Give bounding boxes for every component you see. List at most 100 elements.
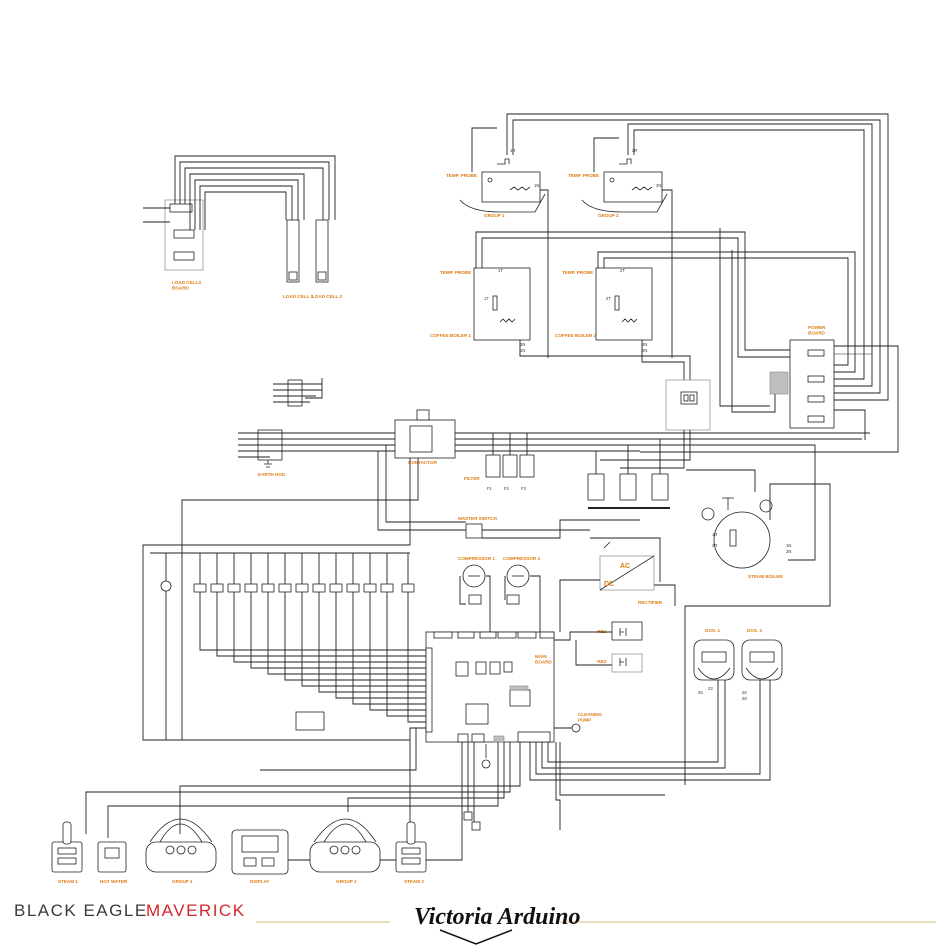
footer-branding: BLACK EAGLE MAVERICK Victoria Arduino xyxy=(14,901,936,945)
compressor-2-label: COMPRESSOR 2 xyxy=(503,556,540,561)
display: DISPLAY xyxy=(231,829,289,884)
solenoid-valve xyxy=(380,583,394,593)
solenoid-valve xyxy=(278,583,292,593)
dos-1: DOS. 1 25 23 xyxy=(693,628,735,695)
group-2-label: GROUP 2 xyxy=(598,213,619,218)
rectifier: AC DC RECTIFIER xyxy=(599,541,663,605)
mains-input: EARTH ROD xyxy=(238,378,395,477)
group-2-temp-probe-label: TEMP. PROBE xyxy=(568,173,599,178)
rectifier-label: RECTIFIER xyxy=(638,600,663,605)
product-name-right: MAVERICK xyxy=(146,901,246,920)
rectifier-ac: AC xyxy=(620,563,630,570)
steam-2-lever: STEAM 2 xyxy=(395,821,427,884)
relay-block xyxy=(665,379,711,431)
compressor-2: COMPRESSOR 2 xyxy=(503,556,540,605)
svg-text:2N: 2N xyxy=(656,183,661,188)
svg-text:2N: 2N xyxy=(786,549,791,554)
solenoid-valve xyxy=(312,583,326,593)
group-2-section: TEMP. PROBE GROUP 2 2R 2N xyxy=(568,148,668,218)
group-1-head-label: GROUP 1 xyxy=(172,879,193,884)
steam-1-label: STEAM 1 xyxy=(58,879,78,884)
svg-text:1T: 1T xyxy=(498,268,503,273)
solenoid-valve xyxy=(210,583,224,593)
svg-text:2R: 2R xyxy=(712,543,717,548)
group-1-section: TEMP. PROBE GROUP 1 1R 1N xyxy=(446,148,546,218)
rectifier-dc: DC xyxy=(604,581,614,588)
rectifier-ones: -RE1 -RE2 xyxy=(596,621,643,673)
group-1-label: GROUP 1 xyxy=(484,213,505,218)
hot-water-label: HOT WATER xyxy=(100,879,128,884)
hot-water-button: HOT WATER xyxy=(97,841,128,884)
heater-relays xyxy=(587,439,670,509)
solenoid-valve xyxy=(346,583,360,593)
filter: FILTER F1 F2 F3 xyxy=(464,433,535,491)
load-cell-2-label: LOAD CELL 2 xyxy=(312,294,342,299)
svg-text:26: 26 xyxy=(742,690,747,695)
steam-boiler-label: STEAM BOILER xyxy=(748,574,783,579)
svg-text:1N: 1N xyxy=(786,543,791,548)
solenoid-valve xyxy=(244,583,258,593)
logo-chevron-icon xyxy=(439,929,513,945)
coffee-boiler-1-temp-probe-label: TEMP. PROBE xyxy=(440,270,471,275)
solenoid-valve xyxy=(363,583,377,593)
solenoid-valve xyxy=(329,583,343,593)
group-2-head-label: GROUP 2 xyxy=(336,879,357,884)
product-name-left: BLACK EAGLE xyxy=(14,901,148,920)
solenoid-row xyxy=(160,553,426,740)
solenoid-valve xyxy=(295,583,309,593)
svg-text:2T: 2T xyxy=(606,296,611,301)
contactor: CONTACTOR xyxy=(394,409,456,465)
solenoid-valve xyxy=(401,583,415,593)
coffee-boiler-1-label: COFFEE BOILER 1 xyxy=(430,333,472,338)
svg-text:2T: 2T xyxy=(620,268,625,273)
dos-2-label: DOS. 2 xyxy=(747,628,763,633)
dos-2: DOS. 2 26 28 xyxy=(741,628,783,701)
load-cell-1-label: LOAD CELL 1 xyxy=(283,294,313,299)
svg-text:3N: 3N xyxy=(520,342,525,347)
svg-text:1T: 1T xyxy=(484,296,489,301)
re2-label: -RE2 xyxy=(596,659,607,664)
coffee-boiler-1-section: TEMP. PROBE COFFEE BOILER 1 1T 1T 3N 1N xyxy=(430,267,531,353)
dos-1-label: DOS. 1 xyxy=(705,628,721,633)
solenoid-valve xyxy=(227,583,241,593)
solenoid-valve xyxy=(193,583,207,593)
svg-text:2N: 2N xyxy=(642,348,647,353)
master-switch: MASTER SWITCH xyxy=(458,516,497,539)
compressor-1-label: COMPRESSOR 1 xyxy=(458,556,495,561)
svg-text:25: 25 xyxy=(698,690,703,695)
steam-boiler: STEAM BOILER 1R 2R 1N 2N xyxy=(701,497,791,579)
display-label: DISPLAY xyxy=(250,879,270,884)
earth-rod-label: EARTH ROD xyxy=(258,472,286,477)
svg-text:2R: 2R xyxy=(632,148,637,153)
solenoid-valve xyxy=(261,583,275,593)
svg-text:F1: F1 xyxy=(487,486,493,491)
svg-text:4N: 4N xyxy=(642,342,647,347)
master-switch-label: MASTER SWITCH xyxy=(458,516,497,521)
contactor-label: CONTACTOR xyxy=(408,460,438,465)
coffee-boiler-2-section: TEMP. PROBE COFFEE BOILER 2 2T 2T 4N 2N xyxy=(555,267,653,353)
svg-text:FILTER: FILTER xyxy=(464,476,480,481)
steam-1-lever: STEAM 1 xyxy=(51,821,83,884)
re1-label: -RE1 xyxy=(596,629,607,634)
victoria-arduino-logo: Victoria Arduino xyxy=(414,904,581,930)
group-1-head: GROUP 1 xyxy=(145,818,217,884)
svg-text:F2: F2 xyxy=(504,486,510,491)
steam-2-label: STEAM 2 xyxy=(404,879,424,884)
svg-text:1N: 1N xyxy=(534,183,539,188)
compressor-1: COMPRESSOR 1 xyxy=(458,556,495,605)
svg-text:28: 28 xyxy=(742,696,747,701)
coffee-boiler-2-label: COFFEE BOILER 2 xyxy=(555,333,597,338)
coffee-boiler-2-temp-probe-label: TEMP. PROBE xyxy=(562,270,593,275)
svg-text:23: 23 xyxy=(708,686,713,691)
svg-text:1N: 1N xyxy=(520,348,525,353)
group-2-head: GROUP 2 xyxy=(309,818,381,884)
